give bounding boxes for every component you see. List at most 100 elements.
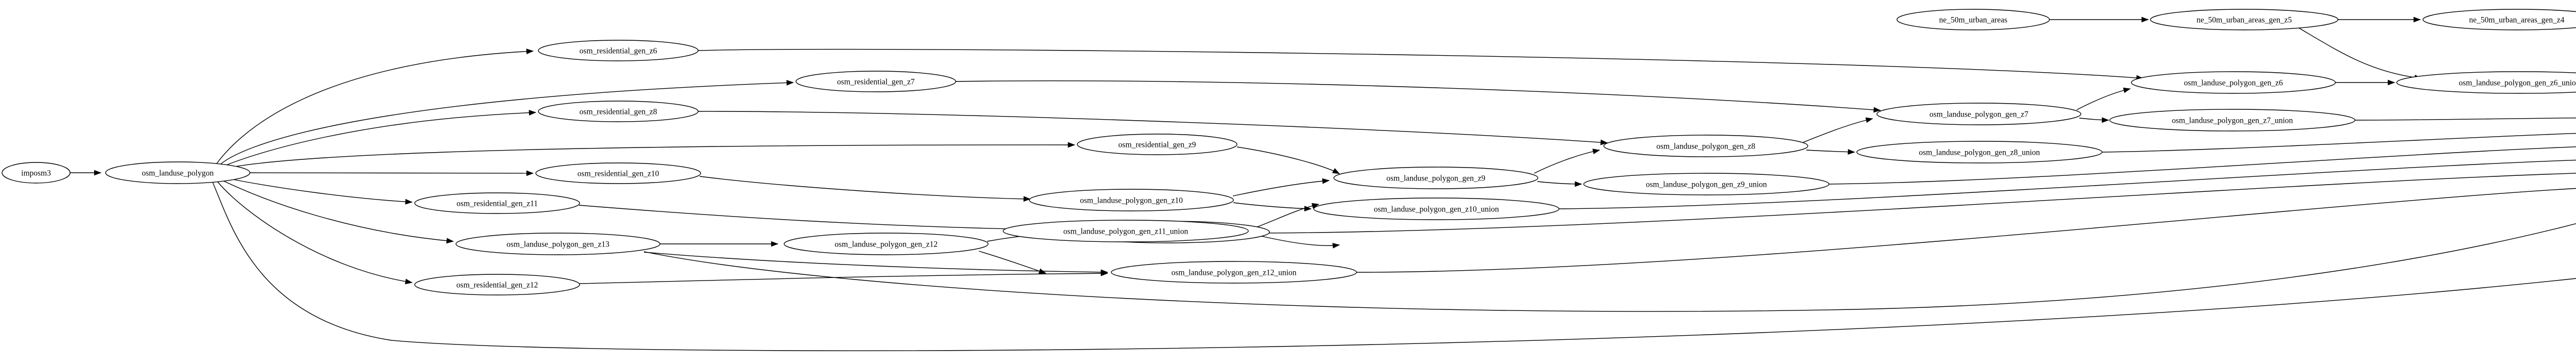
graph-node-osm_residential_gen_z6[interactable]: osm_residential_gen_z6 (538, 40, 699, 61)
node-ellipse (414, 274, 580, 295)
arrow-head-icon (2413, 17, 2421, 23)
edge (2049, 17, 2149, 23)
edge-line (579, 273, 1108, 284)
graph-node-osm_landuse_polygon_gen_z6[interactable]: osm_landuse_polygon_gen_z6 (2131, 71, 2336, 94)
edge (217, 181, 413, 285)
edge-line (2354, 117, 2576, 121)
edge (231, 142, 1075, 168)
graph-node-osm_landuse_polygon_gen_z11_union[interactable]: osm_landuse_polygon_gen_z11_union (1003, 220, 1249, 242)
arrow-head-icon (771, 241, 778, 247)
node-label: osm_landuse_polygon_gen_z6_union (2459, 79, 2576, 88)
node-label: osm_landuse_polygon_gen_z9_union (1646, 180, 1767, 189)
edge (218, 80, 794, 166)
node-ellipse (538, 40, 699, 61)
arrow-head-icon (1600, 139, 1608, 145)
edge (698, 111, 1608, 145)
node-ellipse (2396, 71, 2576, 94)
edge (2335, 79, 2395, 86)
node-label: osm_residential_gen_z10 (578, 170, 659, 178)
node-ellipse (784, 233, 989, 255)
graph-node-osm_landuse_polygon[interactable]: osm_landuse_polygon (105, 161, 250, 184)
graph-node-osm_landuse_polygon_gen_z7_union[interactable]: osm_landuse_polygon_gen_z7_union (2109, 109, 2355, 131)
node-ellipse (2150, 9, 2338, 30)
graph-node-osm_residential_gen_z7[interactable]: osm_residential_gen_z7 (795, 71, 956, 92)
edge-line (2297, 27, 2422, 79)
graph-node-osm_landuse_polygon_gen_z10_union[interactable]: osm_landuse_polygon_gen_z10_union (1313, 198, 1560, 220)
graph-node-osm_residential_gen_z9[interactable]: osm_residential_gen_z9 (1077, 134, 1238, 155)
edge-line (1806, 150, 1855, 153)
node-label: osm_landuse_polygon_gen_z6 (2184, 79, 2283, 88)
nodes-layer: imposm3 osm_landuse_polygon osm_residentia… (2, 9, 2576, 295)
edge-line (1248, 173, 2576, 234)
node-label: osm_landuse_polygon_gen_z7_union (2172, 117, 2293, 125)
graph-node-ne_50m_urban_areas[interactable]: ne_50m_urban_areas (1896, 9, 2050, 30)
arrow-head-icon (2123, 87, 2131, 93)
edge-line (1233, 202, 1312, 209)
graph-node-osm_landuse_polygon_gen_z12_union[interactable]: osm_landuse_polygon_gen_z12_union (1111, 261, 1357, 284)
arrow-head-icon (446, 238, 454, 244)
arrow-head-icon (1332, 242, 1340, 249)
edge (1248, 173, 2576, 234)
arrow-head-icon (2387, 79, 2395, 86)
node-ellipse (538, 101, 699, 122)
edge (2079, 117, 2109, 123)
edge (1232, 178, 1330, 196)
edge (2102, 133, 2576, 153)
graph-node-osm_landuse_polygon_gen_z9_union[interactable]: osm_landuse_polygon_gen_z9_union (1583, 173, 1829, 195)
edge-line (1828, 146, 2576, 185)
arrow-head-icon (1848, 149, 1855, 155)
node-label: ne_50m_urban_areas_gen_z5 (2196, 16, 2292, 25)
node-label: osm_landuse_polygon (142, 169, 214, 178)
graph-node-osm_landuse_polygon_gen_z10[interactable]: osm_landuse_polygon_gen_z10 (1029, 189, 1234, 211)
graph-node-osm_landuse_polygon_gen_z6_union[interactable]: osm_landuse_polygon_gen_z6_union (2396, 71, 2576, 94)
graph-node-osm_landuse_polygon_gen_z8_union[interactable]: osm_landuse_polygon_gen_z8_union (1856, 141, 2103, 163)
node-label: osm_landuse_polygon_gen_z10 (1080, 196, 1183, 205)
graph-node-osm_landuse_polygon_gen_z8[interactable]: osm_landuse_polygon_gen_z8 (1603, 135, 1808, 157)
graph-node-osm_landuse_polygon_gen_z12[interactable]: osm_landuse_polygon_gen_z12 (784, 233, 989, 255)
arrow-head-icon (2141, 17, 2149, 23)
edge-line (1356, 188, 2576, 273)
arrow-head-icon (1304, 206, 1312, 212)
edge (2338, 17, 2421, 23)
edge (216, 48, 534, 164)
arrow-head-icon (1311, 203, 1319, 209)
graph-node-osm_residential_gen_z11[interactable]: osm_residential_gen_z11 (414, 192, 580, 214)
edge (699, 176, 1031, 202)
node-ellipse (1856, 141, 2103, 163)
graph-node-osm_residential_gen_z8[interactable]: osm_residential_gen_z8 (538, 101, 699, 122)
graph-node-osm_landuse_polygon_gen_z9[interactable]: osm_landuse_polygon_gen_z9 (1333, 167, 1538, 189)
edge (1356, 188, 2576, 273)
node-ellipse (1583, 173, 1829, 195)
edge-line (216, 51, 534, 164)
node-ellipse (1111, 261, 1357, 284)
arrow-head-icon (1322, 178, 1330, 184)
graph-node-osm_residential_gen_z10[interactable]: osm_residential_gen_z10 (535, 162, 701, 184)
node-ellipse (795, 71, 956, 92)
node-ellipse (1603, 135, 1808, 157)
graph-node-ne_50m_urban_areas_gen_z5[interactable]: ne_50m_urban_areas_gen_z5 (2150, 9, 2338, 30)
edge-line (232, 179, 413, 203)
node-label: osm_residential_gen_z7 (837, 78, 915, 87)
node-ellipse (414, 192, 580, 214)
arrow-head-icon (405, 199, 413, 205)
graph-node-osm_landuse_polygon_gen_z7[interactable]: osm_landuse_polygon_gen_z7 (1876, 103, 2081, 125)
graph-node-osm_residential_gen_z12[interactable]: osm_residential_gen_z12 (414, 274, 580, 295)
edge-line (218, 82, 794, 166)
edge (249, 170, 534, 176)
graph-node-osm_landuse_polygon_gen_z13[interactable]: osm_landuse_polygon_gen_z13 (455, 233, 660, 255)
edge (643, 223, 2576, 312)
edge (222, 180, 454, 244)
graph-node-imposm3[interactable]: imposm3 (2, 162, 71, 184)
graph-node-ne_50m_urban_areas_gen_z4[interactable]: ne_50m_urban_areas_gen_z4 (2422, 9, 2576, 30)
edge (1534, 149, 1600, 174)
node-label: osm_landuse_polygon_gen_z13 (506, 240, 609, 249)
node-ellipse (1003, 220, 1249, 242)
edge-line (212, 182, 2576, 351)
node-ellipse (1313, 198, 1560, 220)
node-label: osm_landuse_polygon_gen_z7 (1929, 110, 2028, 119)
node-ellipse (2109, 109, 2355, 131)
arrow-head-icon (1574, 181, 1582, 187)
node-ellipse (1077, 134, 1238, 155)
arrow-head-icon (786, 80, 794, 86)
